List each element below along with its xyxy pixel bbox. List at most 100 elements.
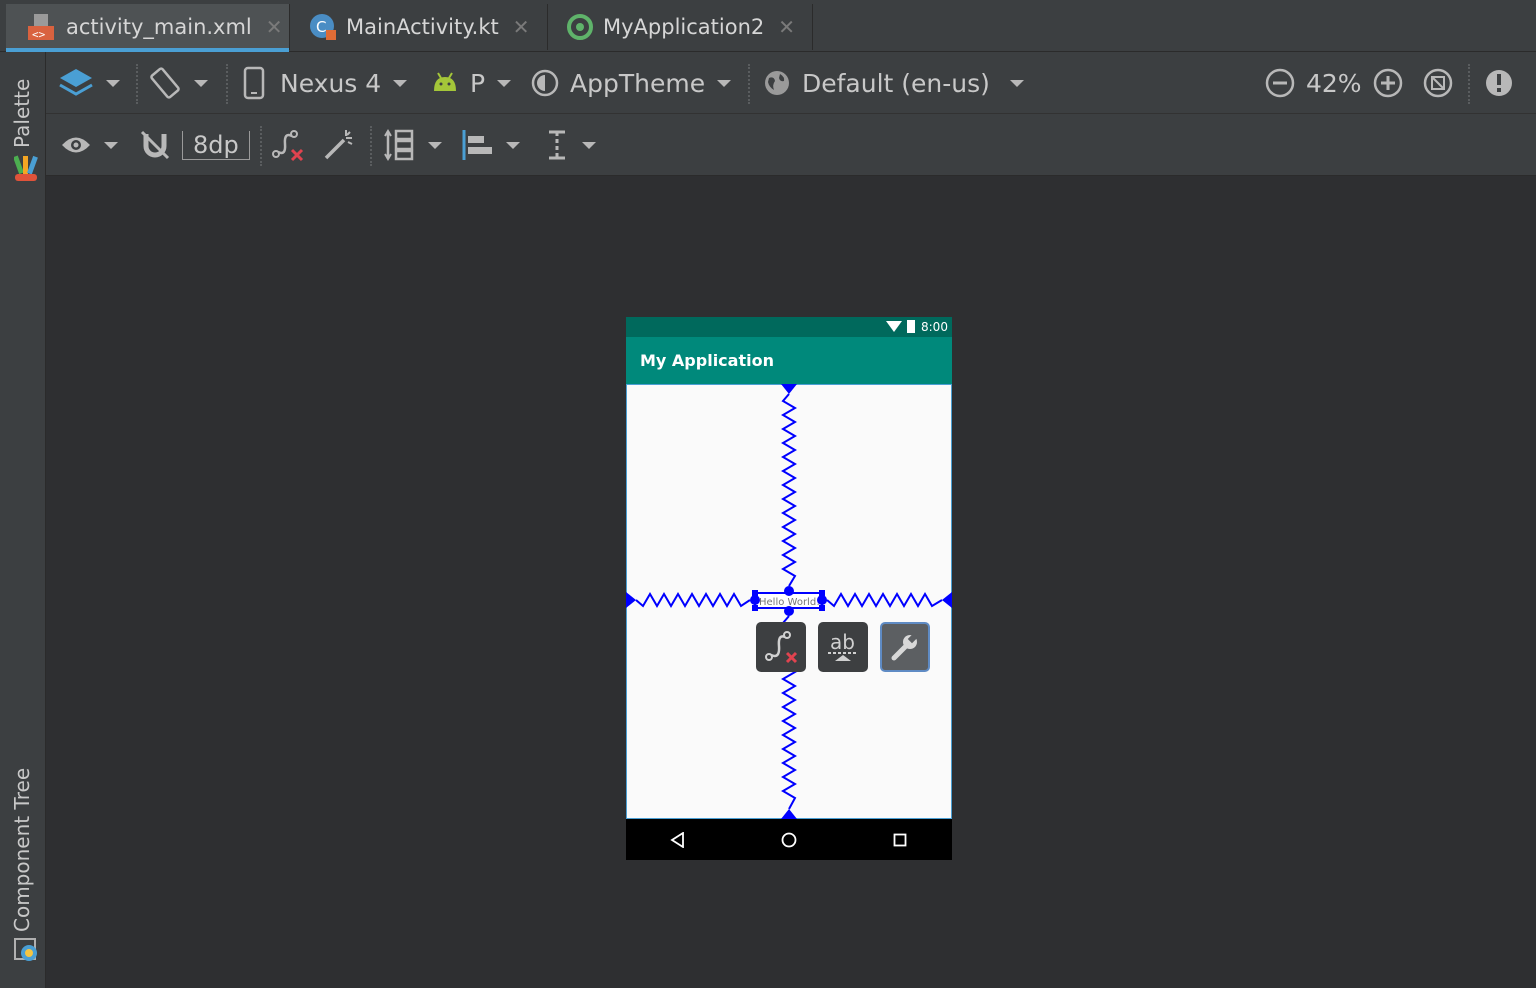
pack-icon xyxy=(384,129,414,161)
zoom-out-button[interactable] xyxy=(1264,52,1296,114)
globe-icon xyxy=(765,71,789,95)
separator xyxy=(226,64,228,104)
recents-icon xyxy=(893,833,907,847)
clear-constraints-button[interactable] xyxy=(270,114,304,176)
constraint-spring-top xyxy=(781,393,797,587)
eye-icon xyxy=(62,137,90,153)
zoom-out-icon xyxy=(1265,68,1295,98)
status-time: 8:00 xyxy=(921,320,948,334)
guidelines-dropdown[interactable] xyxy=(544,114,596,176)
chevron-down-icon xyxy=(393,79,408,87)
locale-dropdown[interactable]: Default (en-us) xyxy=(762,52,1024,114)
textview-text: Hello World! xyxy=(759,597,820,608)
resize-handle[interactable] xyxy=(819,590,825,596)
attributes-wrench-button[interactable] xyxy=(880,622,930,672)
zoom-in-button[interactable] xyxy=(1372,52,1404,114)
align-dropdown[interactable] xyxy=(460,114,520,176)
orientation-icon xyxy=(150,67,180,99)
separator xyxy=(748,64,750,104)
infer-constraints-button[interactable] xyxy=(322,114,356,176)
back-icon xyxy=(670,832,684,848)
resize-handle[interactable] xyxy=(819,605,825,611)
default-margin-dropdown[interactable]: 8dp xyxy=(182,114,250,176)
constraint-anchor-right xyxy=(942,592,952,608)
autoconnect-toggle[interactable] xyxy=(138,114,172,176)
tab-my-application2[interactable]: MyApplication2 ✕ xyxy=(549,4,813,50)
close-icon[interactable]: ✕ xyxy=(512,15,530,39)
separator xyxy=(260,126,262,166)
wifi-battery-icon xyxy=(886,320,915,333)
warning-icon xyxy=(1486,70,1512,96)
baseline-icon: ab xyxy=(828,630,858,661)
api-level-dropdown[interactable]: P xyxy=(430,52,512,114)
design-toolbar-top: Nexus 4 P AppTheme Default (en-us) 42% xyxy=(46,52,1536,114)
zoom-in-icon xyxy=(1373,68,1403,98)
navigation-bar xyxy=(626,819,952,860)
device-dropdown[interactable]: Nexus 4 xyxy=(242,52,408,114)
tab-label: MainActivity.kt xyxy=(346,15,499,39)
separator xyxy=(370,126,372,166)
status-bar: 8:00 xyxy=(626,317,952,337)
chevron-down-icon xyxy=(106,79,120,87)
palette-icon xyxy=(14,155,38,181)
orientation-dropdown[interactable] xyxy=(148,52,208,114)
anchor-handle-bottom[interactable] xyxy=(784,606,794,616)
left-tool-window-strip: Palette Component Tree xyxy=(0,52,46,988)
palette-tool-button[interactable]: Palette xyxy=(10,78,34,148)
chevron-down-icon xyxy=(497,79,512,87)
wrench-icon xyxy=(891,634,917,661)
resize-handle[interactable] xyxy=(752,590,758,596)
theme-label: AppTheme xyxy=(570,68,706,98)
design-surface-dropdown[interactable] xyxy=(58,52,120,114)
chevron-down-icon xyxy=(104,141,118,149)
chevron-down-icon xyxy=(582,141,596,149)
tab-label: activity_main.xml xyxy=(66,15,252,39)
margin-value: 8dp xyxy=(182,130,250,160)
close-icon[interactable]: ✕ xyxy=(265,15,283,39)
theme-icon xyxy=(531,69,559,97)
anchor-handle-left[interactable] xyxy=(750,595,760,605)
chevron-down-icon xyxy=(717,79,732,87)
home-icon xyxy=(781,832,797,848)
tab-label: MyApplication2 xyxy=(603,15,765,39)
pack-dropdown[interactable] xyxy=(384,114,442,176)
constraint-spring-left xyxy=(635,592,751,608)
tab-main-activity[interactable]: C MainActivity.kt ✕ xyxy=(292,4,548,50)
theme-dropdown[interactable]: AppTheme xyxy=(530,52,732,114)
gradle-sync-icon xyxy=(565,12,595,42)
anchor-handle-top[interactable] xyxy=(784,586,794,596)
anchor-handle-right[interactable] xyxy=(817,595,827,605)
zoom-to-fit-button[interactable] xyxy=(1422,52,1454,114)
magnet-icon xyxy=(140,130,170,160)
tab-activity-main[interactable]: <> activity_main.xml ✕ xyxy=(6,4,290,52)
delete-constraints-button[interactable] xyxy=(756,622,806,672)
xml-file-icon: <> xyxy=(28,12,58,42)
api-level-label: P xyxy=(470,68,486,98)
constraint-spring-right xyxy=(826,592,943,608)
separator xyxy=(1468,64,1470,104)
view-options-dropdown[interactable] xyxy=(60,114,118,176)
constraint-overlay: Hello World! xyxy=(626,384,952,819)
component-tree-icon xyxy=(14,938,37,961)
infer-constraints-icon xyxy=(324,130,353,160)
svg-text:C: C xyxy=(316,18,326,36)
clear-constraints-icon xyxy=(765,631,798,664)
app-bar: My Application xyxy=(626,337,952,384)
zoom-level: 42% xyxy=(1306,68,1362,98)
constraint-layout[interactable]: Hello World! ab xyxy=(626,384,952,819)
layers-icon xyxy=(59,69,93,96)
close-icon[interactable]: ✕ xyxy=(778,15,796,39)
kotlin-class-icon: C xyxy=(308,12,338,42)
show-baseline-button[interactable]: ab xyxy=(818,622,868,672)
app-title: My Application xyxy=(640,351,774,370)
constraint-anchor-bottom xyxy=(781,809,797,819)
component-tree-tool-button[interactable]: Component Tree xyxy=(10,767,34,932)
zoom-fit-icon xyxy=(1423,68,1453,98)
issues-button[interactable] xyxy=(1484,52,1514,114)
chevron-down-icon xyxy=(194,79,208,87)
resize-handle[interactable] xyxy=(752,605,758,611)
align-icon xyxy=(462,130,492,160)
editor-tab-bar: <> activity_main.xml ✕ C MainActivity.kt… xyxy=(0,0,1536,52)
android-icon xyxy=(434,72,456,91)
separator xyxy=(136,64,138,104)
